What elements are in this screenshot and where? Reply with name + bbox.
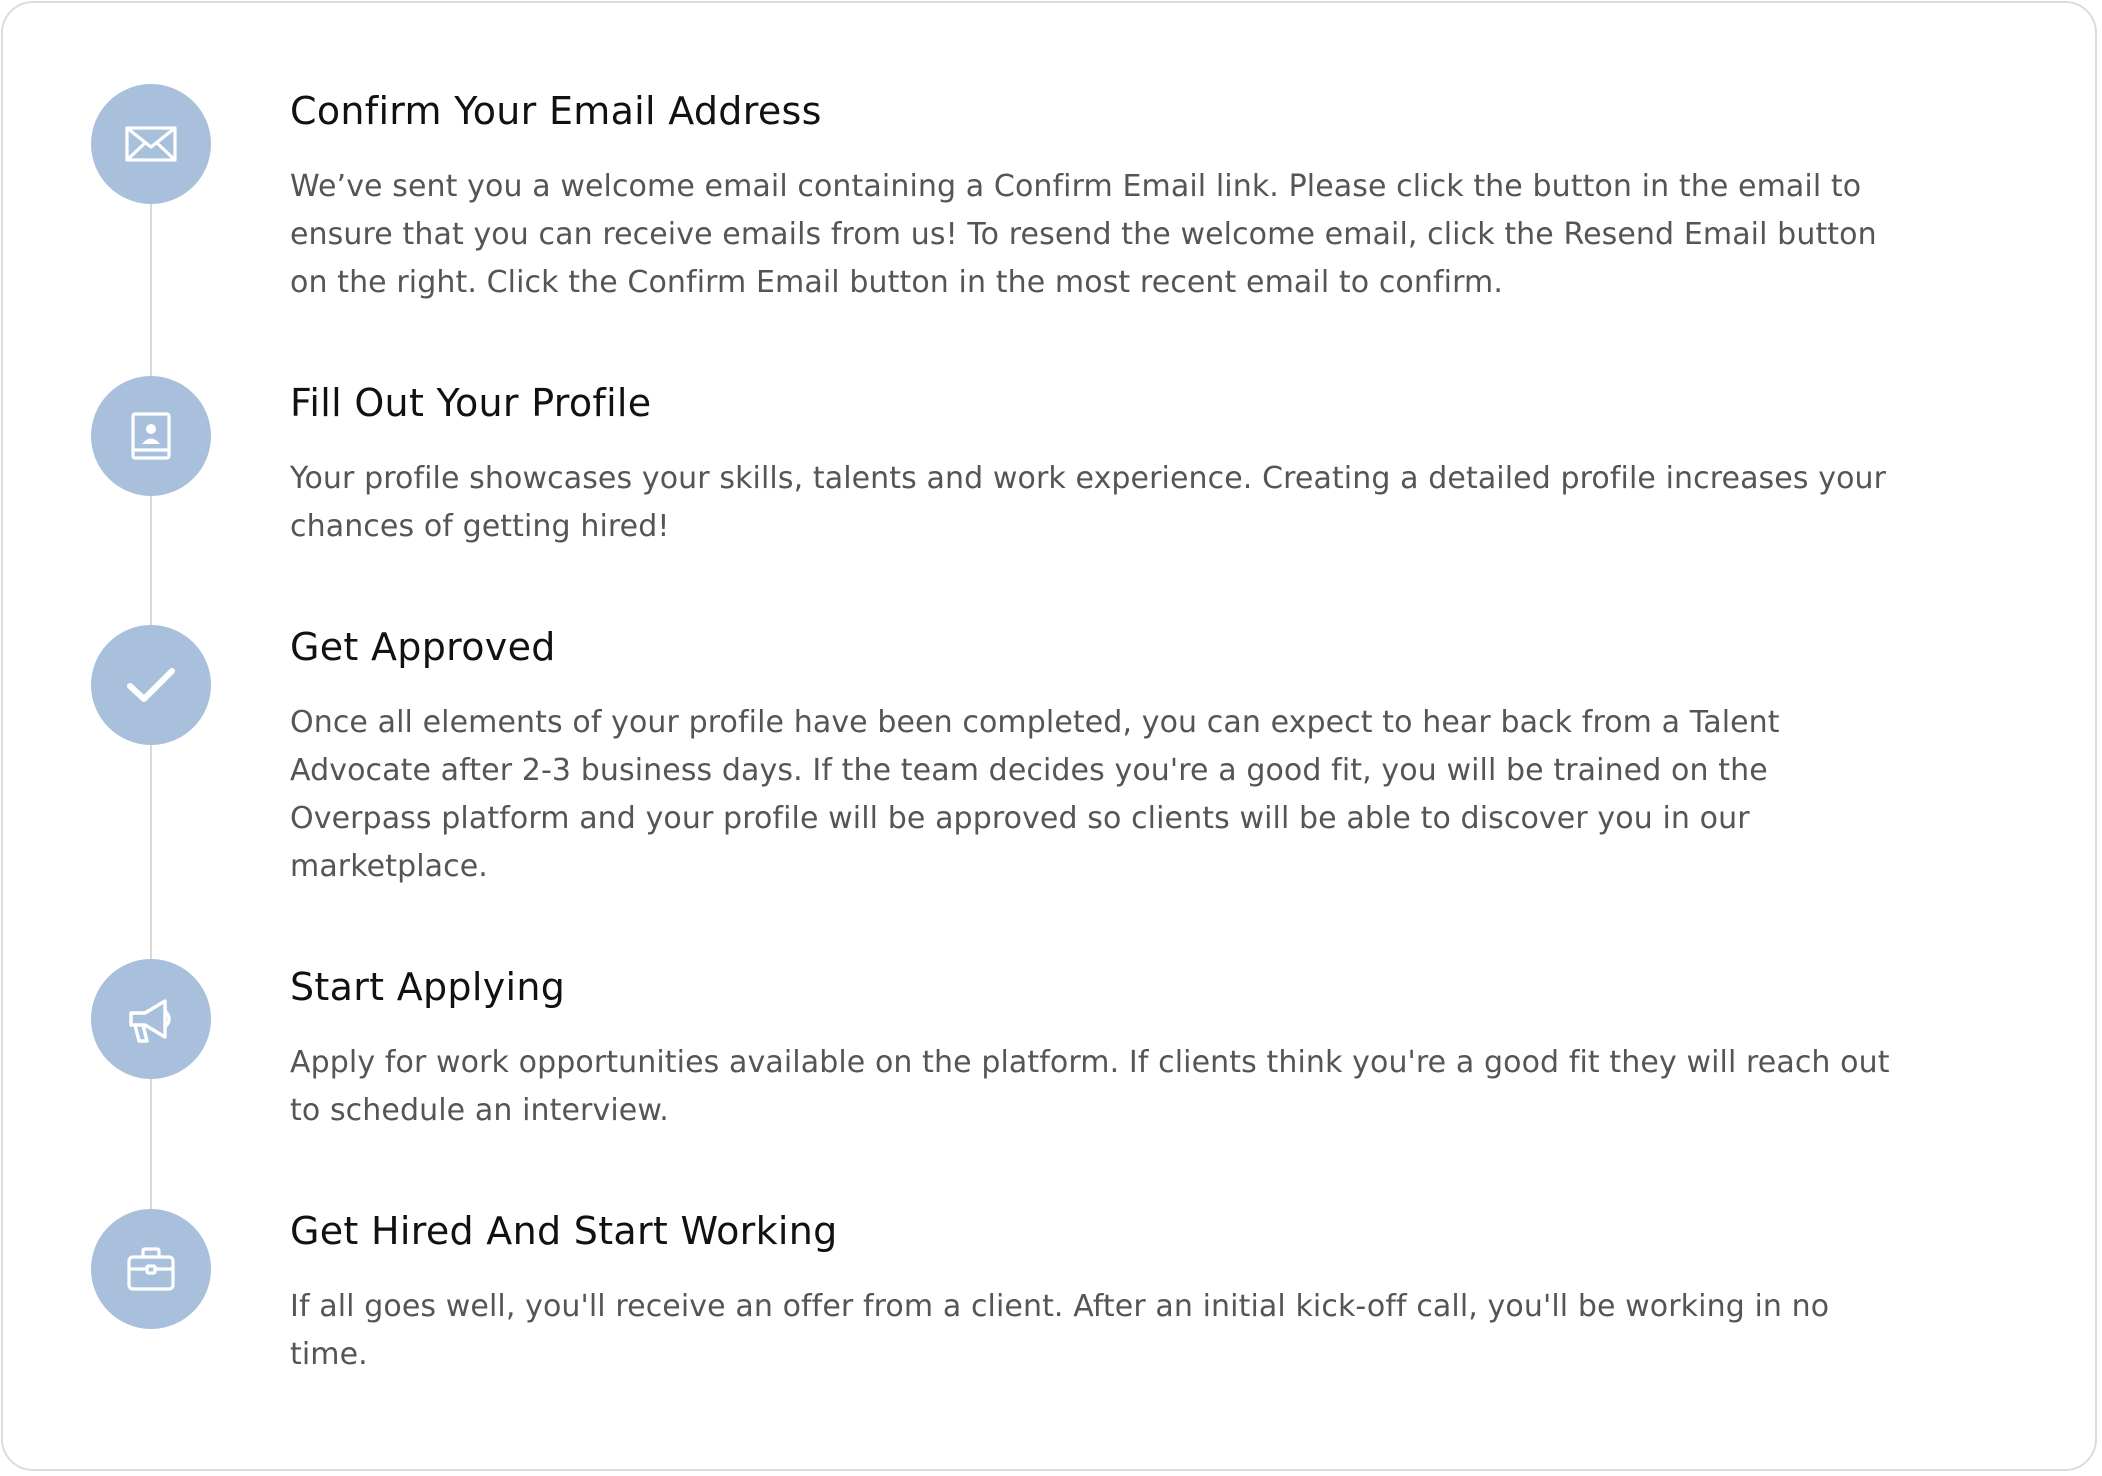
step-description: If all goes well, you'll receive an offe… bbox=[290, 1289, 1830, 1372]
step-title: Get Hired And Start Working bbox=[290, 1209, 838, 1253]
briefcase-icon bbox=[91, 1209, 211, 1329]
step-title: Fill Out Your Profile bbox=[290, 381, 652, 425]
profile-card-icon bbox=[91, 376, 211, 496]
step-description: Once all elements of your profile have b… bbox=[290, 705, 1780, 884]
step-description: Your profile showcases your skills, tale… bbox=[290, 461, 1887, 544]
step-title: Confirm Your Email Address bbox=[290, 89, 822, 133]
step-description: Apply for work opportunities available o… bbox=[290, 1045, 1890, 1128]
step-description: We’ve sent you a welcome email containin… bbox=[290, 169, 1877, 300]
step-title: Get Approved bbox=[290, 625, 556, 669]
envelope-icon bbox=[91, 84, 211, 204]
checkmark-icon bbox=[91, 625, 211, 745]
step-title: Start Applying bbox=[290, 965, 566, 1009]
megaphone-icon bbox=[91, 959, 211, 1079]
